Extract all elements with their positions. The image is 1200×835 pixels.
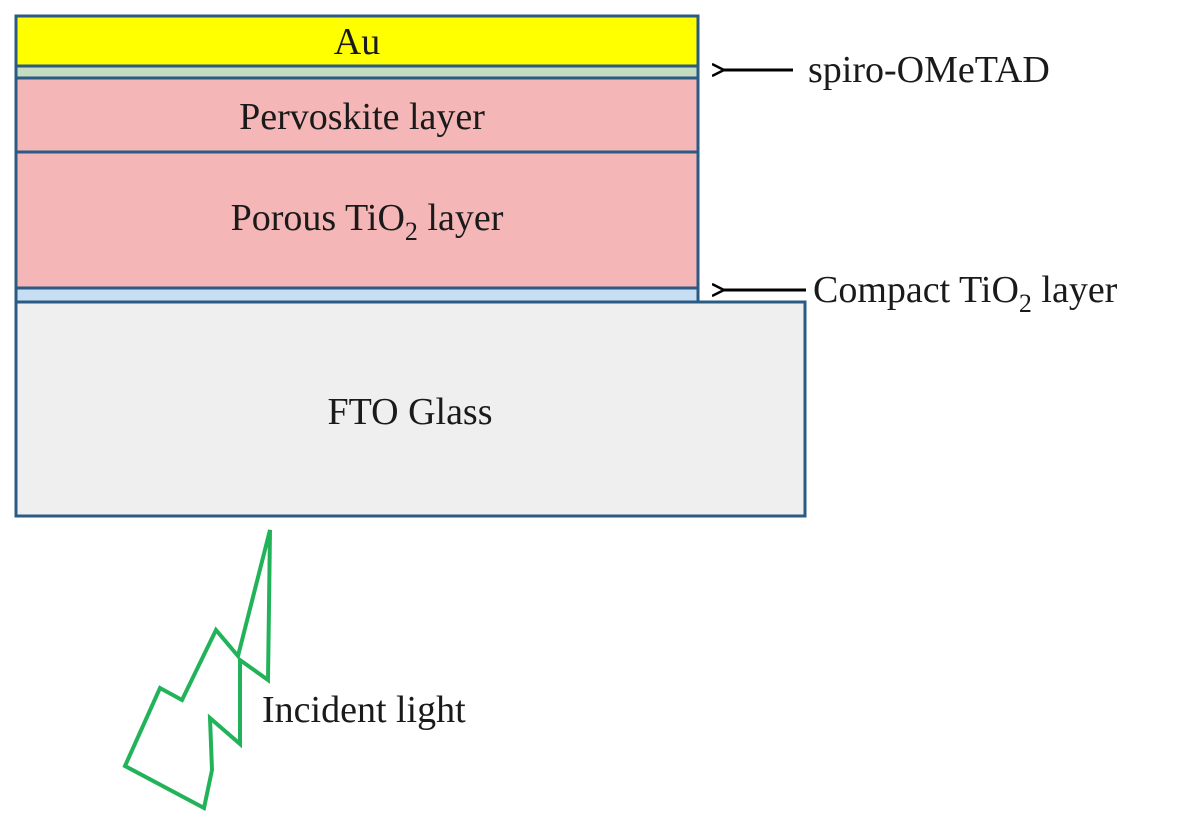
compact-tio2-label: Compact TiO2 layer xyxy=(813,269,1118,318)
fto-glass-layer xyxy=(14,300,807,518)
porous-tio2-layer-label: Porous TiO2 layer xyxy=(231,197,504,246)
spiro-ometad-label: spiro-OMeTAD xyxy=(808,49,1050,91)
au-layer-label: Au xyxy=(334,21,380,63)
spiro-ometad-layer xyxy=(14,64,700,80)
incident-light-bolt-icon xyxy=(122,529,272,812)
fto-glass-label: FTO Glass xyxy=(327,391,492,433)
porous-tio2-layer xyxy=(14,150,700,290)
perovskite-layer xyxy=(14,76,700,154)
compact-tio2-layer xyxy=(14,286,700,304)
au-layer xyxy=(14,14,700,68)
incident-light-label: Incident light xyxy=(262,689,466,731)
perovskite-layer-label: Pervoskite layer xyxy=(239,96,485,138)
